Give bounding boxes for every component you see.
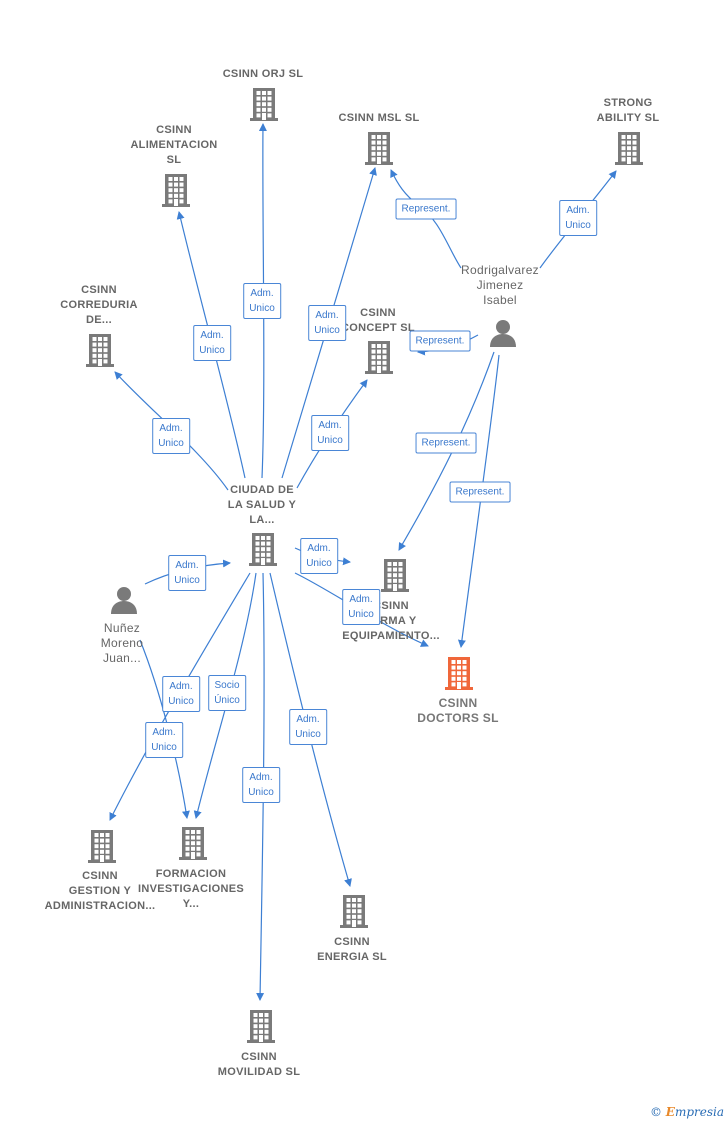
- node-label-csinn-alimentacion[interactable]: CSINN ALIMENTACION SL: [130, 124, 218, 166]
- edge-label-e-energia[interactable]: Adm. Unico: [289, 709, 327, 745]
- building-icon[interactable]: [362, 338, 396, 381]
- brand-name: mpresia: [674, 1105, 724, 1119]
- building-icon[interactable]: [337, 892, 371, 935]
- node-label-rodrigalvarez[interactable]: Rodrigalvarez Jimenez Isabel: [461, 263, 539, 307]
- edge-label-e-rep-concept[interactable]: Represent.: [409, 330, 471, 352]
- edge-label-e-formacion[interactable]: Socio Único: [208, 675, 246, 711]
- building-icon[interactable]: [612, 129, 646, 172]
- building-icon[interactable]: [83, 331, 117, 374]
- building-icon[interactable]: [362, 129, 396, 172]
- node-label-formacion[interactable]: FORMACION INVESTIGACIONES Y...: [138, 868, 244, 910]
- edge-label-e-rep-doctors[interactable]: Represent.: [449, 481, 511, 503]
- node-label-strong-ability[interactable]: STRONG ABILITY SL: [596, 97, 660, 124]
- node-label-ciudad-salud[interactable]: CIUDAD DE LA SALUD Y LA...: [227, 484, 297, 526]
- building-icon[interactable]: [378, 556, 412, 599]
- edge-label-e-alim[interactable]: Adm. Unico: [193, 325, 231, 361]
- edge-label-e-doctors[interactable]: Adm. Unico: [342, 589, 380, 625]
- edge-label-e-rep-msl[interactable]: Represent.: [395, 198, 457, 220]
- edge-label-e-corr[interactable]: Adm. Unico: [152, 418, 190, 454]
- edge-label-e-strong[interactable]: Adm. Unico: [559, 200, 597, 236]
- brand-initial: E: [665, 1105, 675, 1119]
- building-icon[interactable]: [159, 171, 193, 214]
- person-icon[interactable]: [109, 585, 139, 620]
- edge-label-e-movilidad[interactable]: Adm. Unico: [242, 767, 280, 803]
- empresia-credit[interactable]: © Empresia: [650, 1105, 724, 1119]
- node-label-csinn-msl[interactable]: CSINN MSL SL: [338, 112, 420, 124]
- node-label-csinn-orj[interactable]: CSINN ORJ SL: [222, 68, 304, 80]
- node-label-csinn-correduria[interactable]: CSINN CORREDURIA DE...: [60, 284, 138, 326]
- building-icon[interactable]: [85, 827, 119, 870]
- edge-label-e-concept[interactable]: Adm. Unico: [311, 415, 349, 451]
- edge-label-e-nunez-formacion[interactable]: Adm. Unico: [162, 676, 200, 712]
- edge-label-e-gestion[interactable]: Adm. Unico: [145, 722, 183, 758]
- node-label-csinn-gestion[interactable]: CSINN GESTION Y ADMINISTRACION...: [44, 870, 156, 912]
- node-label-csinn-concept[interactable]: CSINN CONCEPT SL: [341, 307, 415, 334]
- building-icon[interactable]: [176, 824, 210, 867]
- node-label-csinn-movilidad[interactable]: CSINN MOVILIDAD SL: [217, 1051, 301, 1078]
- edge-label-e-orj[interactable]: Adm. Unico: [243, 283, 281, 319]
- person-icon[interactable]: [488, 318, 518, 353]
- edge-label-e-farma[interactable]: Adm. Unico: [300, 538, 338, 574]
- node-label-csinn-doctors[interactable]: CSINN DOCTORS SL: [417, 696, 499, 725]
- focus-building-icon[interactable]: [442, 654, 476, 697]
- edge-label-e-msl[interactable]: Adm. Unico: [308, 305, 346, 341]
- building-icon[interactable]: [246, 530, 280, 573]
- copyright-icon: ©: [649, 1105, 662, 1119]
- building-icon[interactable]: [247, 85, 281, 128]
- building-icon[interactable]: [244, 1007, 278, 1050]
- node-label-nunez[interactable]: Nuñez Moreno Juan...: [100, 621, 144, 665]
- edge-label-e-rep-farma[interactable]: Represent.: [415, 432, 477, 454]
- node-label-csinn-energia[interactable]: CSINN ENERGIA SL: [317, 936, 387, 963]
- edge-label-e-nunez[interactable]: Adm. Unico: [168, 555, 206, 591]
